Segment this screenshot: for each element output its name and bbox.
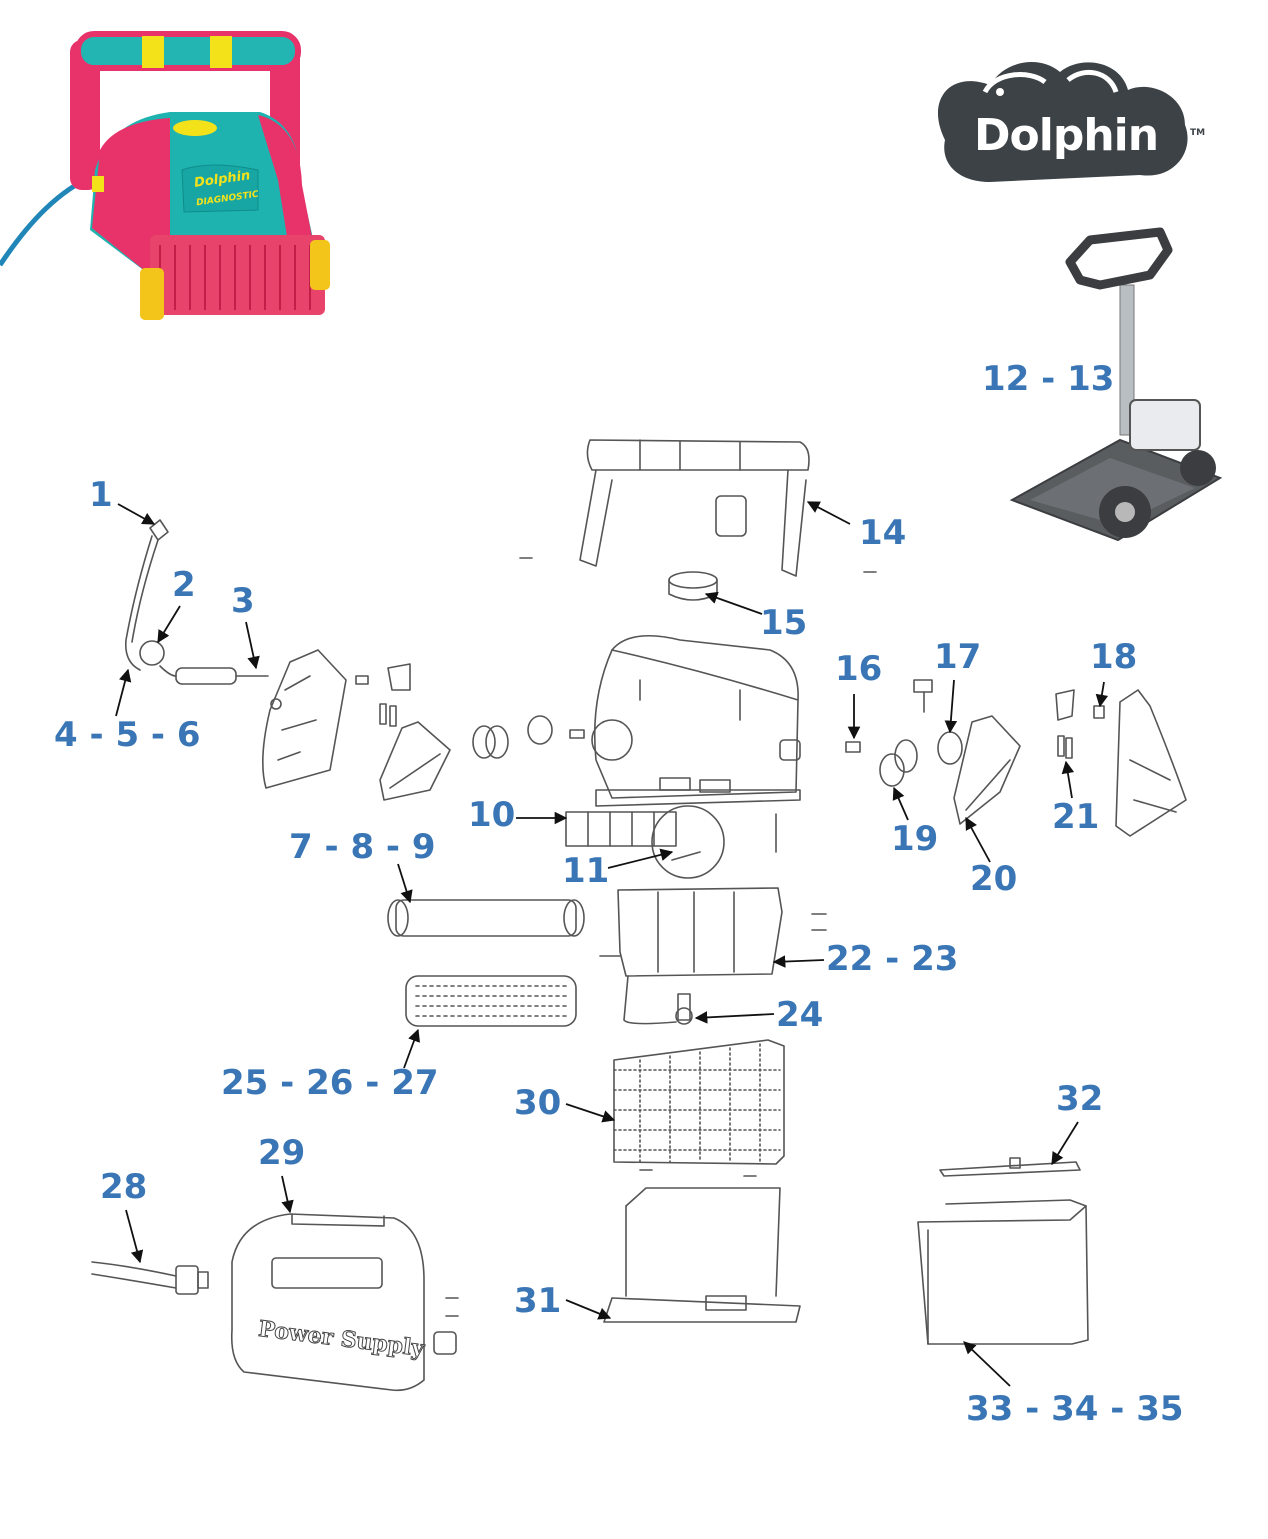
- chassis-part-22-23: [599, 887, 827, 977]
- callout-25-26-27: 25 - 26 - 27: [221, 1063, 439, 1103]
- robot-photo: [0, 31, 330, 320]
- motor-housing: [591, 634, 801, 807]
- callout-12-13: 12 - 13: [982, 359, 1115, 399]
- hose-part-24: [623, 975, 693, 1025]
- callout-7-8-9: 7 - 8 - 9: [289, 827, 436, 867]
- right-side-panel: [1115, 689, 1187, 837]
- callout-3: 3: [231, 581, 255, 621]
- callout-24: 24: [776, 995, 824, 1035]
- detail-part-11: [651, 805, 777, 879]
- dolphin-logo: [937, 62, 1188, 182]
- callout-10: 10: [468, 795, 516, 835]
- callout-15: 15: [760, 603, 808, 643]
- leader-18: [1095, 681, 1109, 708]
- brush-part-25-26-27: [405, 975, 577, 1027]
- left-side-panel: [262, 649, 347, 789]
- filter-top-part-32: [939, 1157, 1081, 1177]
- leader-22-23: [772, 955, 825, 968]
- callout-1: 1: [89, 475, 113, 515]
- leader-30: [565, 1103, 616, 1123]
- leader-19: [892, 786, 909, 821]
- leader-25-26-27: [403, 1028, 420, 1069]
- caddy-photo: [1009, 227, 1223, 542]
- cable-part-1-4-5-6: [124, 519, 177, 677]
- handle-part-14: [519, 439, 877, 577]
- roller-part-7-8-9: [387, 899, 585, 937]
- callout-2: 2: [172, 565, 196, 605]
- leader-1: [117, 503, 156, 525]
- callout-33-34-35: 33 - 34 - 35: [966, 1389, 1184, 1429]
- cable-part-28: [91, 1261, 209, 1295]
- callout-19: 19: [891, 819, 939, 859]
- leader-4-5-6: [115, 668, 132, 717]
- callout-31: 31: [514, 1281, 562, 1321]
- leader-33-34-35: [963, 1341, 1011, 1387]
- callout-4-5-6: 4 - 5 - 6: [54, 715, 201, 755]
- callout-30: 30: [514, 1083, 562, 1123]
- leader-3: [245, 621, 260, 670]
- leader-29: [281, 1175, 294, 1214]
- callout-28: 28: [100, 1167, 148, 1207]
- left-track-parts: [355, 663, 585, 801]
- shaft-part-3: [175, 667, 282, 710]
- leader-14: [806, 501, 851, 525]
- callout-32: 32: [1056, 1079, 1104, 1119]
- filter-basket-part-30: [613, 1039, 785, 1177]
- callout-14: 14: [859, 513, 907, 553]
- leader-31: [565, 1299, 612, 1320]
- dolphin-logo-text: Dolphin: [974, 110, 1159, 161]
- leader-2: [157, 605, 181, 644]
- trademark-mark: TM: [1190, 128, 1206, 138]
- leader-15: [704, 591, 763, 615]
- callout-17: 17: [934, 637, 982, 677]
- right-side-small-parts: [845, 679, 1105, 825]
- leader-32: [1051, 1121, 1079, 1166]
- leader-24: [694, 1011, 775, 1024]
- leader-21: [1061, 760, 1075, 799]
- callout-16: 16: [835, 649, 883, 689]
- callout-20: 20: [970, 859, 1018, 899]
- callout-22-23: 22 - 23: [826, 939, 959, 979]
- leader-20: [965, 816, 991, 863]
- callout-29: 29: [258, 1133, 306, 1173]
- comb-part-10: [565, 811, 677, 847]
- callout-11: 11: [562, 851, 610, 891]
- callout-18: 18: [1090, 637, 1138, 677]
- leader-11: [607, 848, 674, 869]
- leader-17: [944, 679, 958, 734]
- filter-frame-part-31: [603, 1187, 801, 1323]
- filter-bag-part-33-34-35: [917, 1199, 1089, 1345]
- leader-7-8-9: [397, 863, 413, 904]
- callout-21: 21: [1052, 797, 1100, 837]
- power-supply-part-29: [230, 1213, 459, 1392]
- leader-28: [125, 1209, 144, 1264]
